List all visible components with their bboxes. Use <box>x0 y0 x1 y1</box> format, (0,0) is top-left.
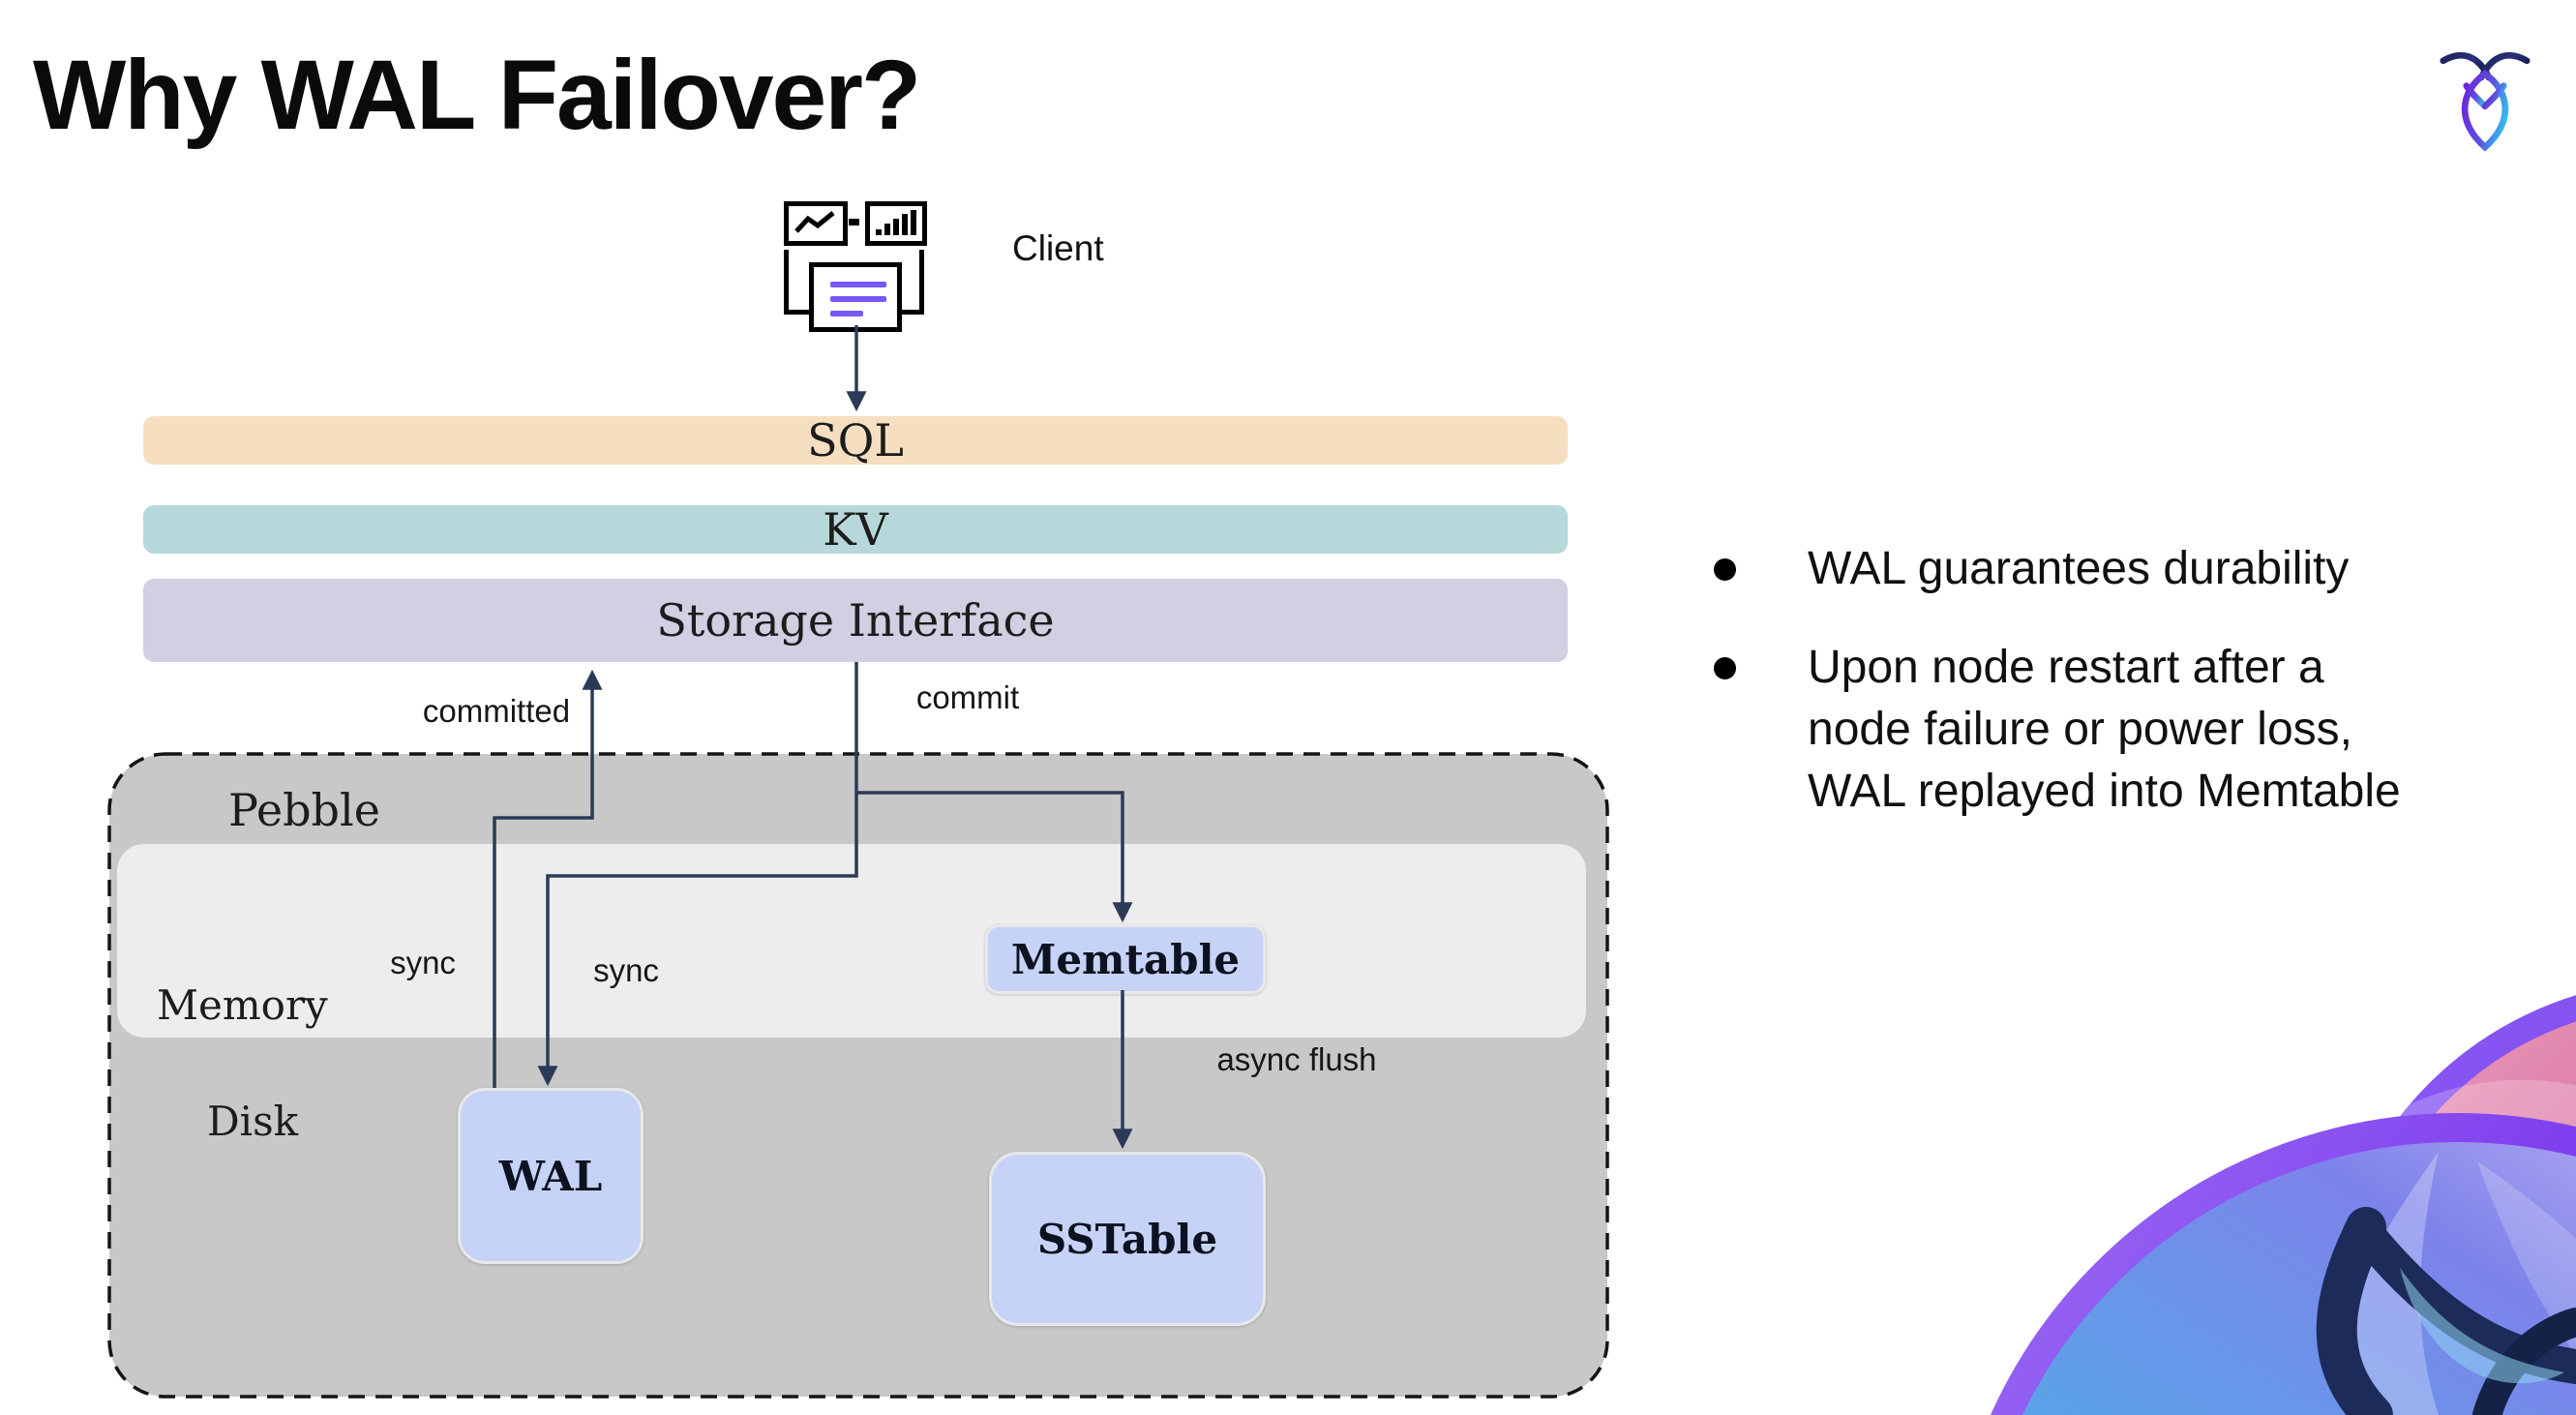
brand-artwork <box>1990 995 2576 1415</box>
edge-label-sync-left: sync <box>390 945 456 980</box>
doc-text-line <box>830 296 886 302</box>
client-line-chart-icon <box>784 201 848 246</box>
memory-label: Memory <box>157 981 328 1029</box>
client-dash-icon <box>849 219 859 226</box>
disk-label: Disk <box>207 1098 299 1145</box>
doc-text-line <box>830 282 886 287</box>
edge-label-async-flush: async flush <box>1216 1041 1377 1077</box>
node-memtable: Memtable <box>985 924 1266 994</box>
page-title: Why WAL Failover? <box>33 40 921 150</box>
client-document-icon <box>809 262 902 332</box>
pebble-label: Pebble <box>228 784 380 836</box>
bullet-list: WAL guarantees durability Upon node rest… <box>1711 538 2446 823</box>
edge-label-commit: commit <box>915 679 1020 715</box>
layer-sql: SQL <box>143 414 1568 467</box>
node-wal: WAL <box>458 1088 644 1264</box>
doc-text-line <box>830 311 863 316</box>
node-sstable: SSTable <box>989 1152 1266 1326</box>
client-label: Client <box>1012 228 1104 268</box>
bullet-item: WAL guarantees durability <box>1711 538 2422 600</box>
layer-kv: KV <box>143 503 1568 556</box>
client-bar-chart-icon <box>865 201 927 246</box>
memory-band <box>117 844 1586 1038</box>
client-bracket-right <box>896 250 924 315</box>
edge-label-sync-right: sync <box>593 952 659 988</box>
client-bracket-left <box>784 250 812 315</box>
cockroach-labs-logo <box>2440 51 2531 152</box>
layer-storage-interface: Storage Interface <box>143 579 1568 662</box>
bullet-item: Upon node restart after a node failure o… <box>1711 637 2422 823</box>
edge-label-committed: committed <box>422 693 571 729</box>
